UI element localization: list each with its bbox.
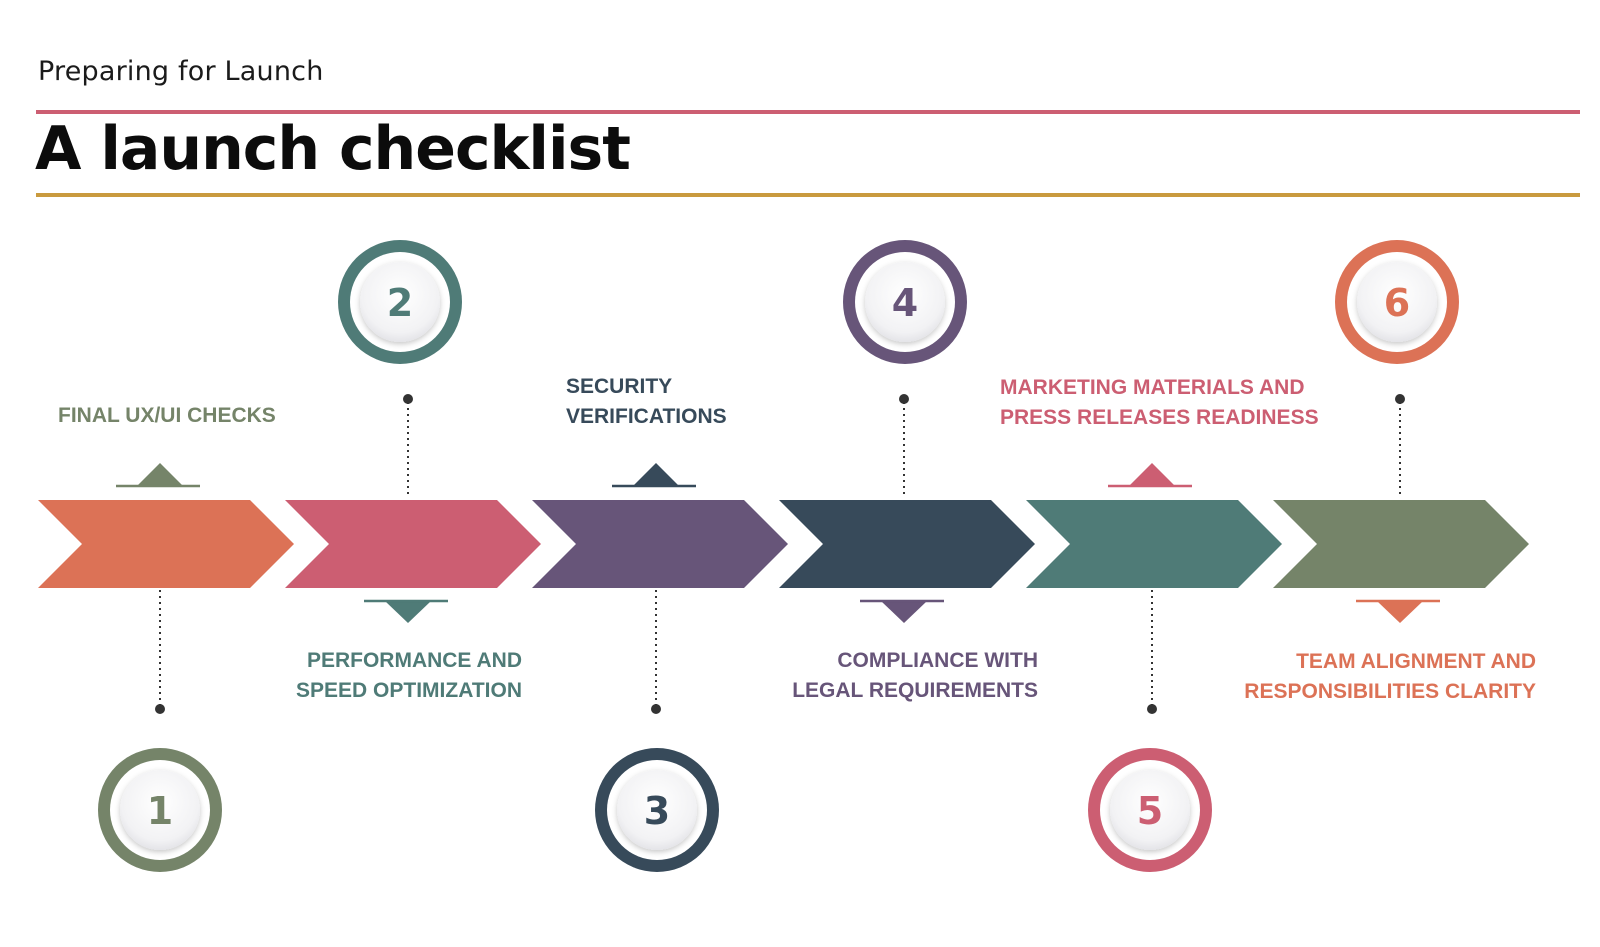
step-label-6: TEAM ALIGNMENT AND RESPONSIBILITIES CLARI… (1244, 647, 1536, 707)
step-number-4: 4 (892, 281, 918, 325)
step-label-4: COMPLIANCE WITH LEGAL REQUIREMENTS (792, 646, 1038, 706)
step-label-line: MARKETING MATERIALS AND (1000, 376, 1305, 399)
chevron-step-2 (285, 500, 541, 588)
step-circle-face-1 (120, 770, 200, 850)
connector-dot-4 (899, 394, 909, 404)
step-circle-face-3 (617, 770, 697, 850)
connector-dot-1 (155, 704, 165, 714)
step-label-line: SPEED OPTIMIZATION (296, 679, 522, 702)
step-label-line: PERFORMANCE AND (306, 649, 522, 672)
step-label-line: LEGAL REQUIREMENTS (792, 679, 1038, 702)
step-number-6: 6 (1384, 281, 1410, 325)
step-label-2: PERFORMANCE AND SPEED OPTIMIZATION (296, 646, 522, 706)
bottom-divider (36, 193, 1580, 197)
step-label-3: SECURITY VERIFICATIONS (566, 372, 727, 432)
step-label-5: MARKETING MATERIALS AND PRESS RELEASES RE… (1000, 373, 1319, 433)
marker-triangle-2 (386, 602, 430, 623)
step-label-line: COMPLIANCE WITH (837, 649, 1038, 672)
chevron-step-1 (38, 500, 294, 588)
step-label-line: FINAL UX/UI CHECKS (58, 404, 276, 427)
marker-triangle-5 (1130, 463, 1174, 485)
connector-dot-2 (403, 394, 413, 404)
connector-dot-3 (651, 704, 661, 714)
connector-dot-6 (1395, 394, 1405, 404)
marker-triangle-6 (1378, 602, 1422, 623)
step-circle-face-2 (360, 262, 440, 342)
step-label-line: RESPONSIBILITIES CLARITY (1244, 680, 1536, 703)
chevron-step-6 (1273, 500, 1529, 588)
step-circle-face-6 (1357, 262, 1437, 342)
step-number-2: 2 (387, 281, 413, 325)
step-label-1: FINAL UX/UI CHECKS (58, 401, 276, 431)
marker-triangle-4 (882, 602, 926, 623)
step-label-line: VERIFICATIONS (566, 405, 727, 428)
top-divider (36, 110, 1580, 114)
page-title: A launch checklist (35, 114, 631, 184)
marker-triangle-3 (634, 463, 678, 485)
chevron-step-4 (779, 500, 1035, 588)
step-circle-face-4 (865, 262, 945, 342)
chevron-step-3 (532, 500, 788, 588)
step-number-1: 1 (147, 789, 173, 833)
step-label-line: TEAM ALIGNMENT AND (1296, 650, 1536, 673)
chevron-step-5 (1026, 500, 1282, 588)
step-number-3: 3 (644, 789, 670, 833)
step-label-line: SECURITY (566, 375, 673, 398)
step-number-5: 5 (1137, 789, 1163, 833)
marker-triangle-1 (138, 463, 182, 485)
page-subtitle: Preparing for Launch (38, 56, 324, 87)
connector-dot-5 (1147, 704, 1157, 714)
step-label-line: PRESS RELEASES READINESS (1000, 406, 1319, 429)
step-circle-face-5 (1110, 770, 1190, 850)
